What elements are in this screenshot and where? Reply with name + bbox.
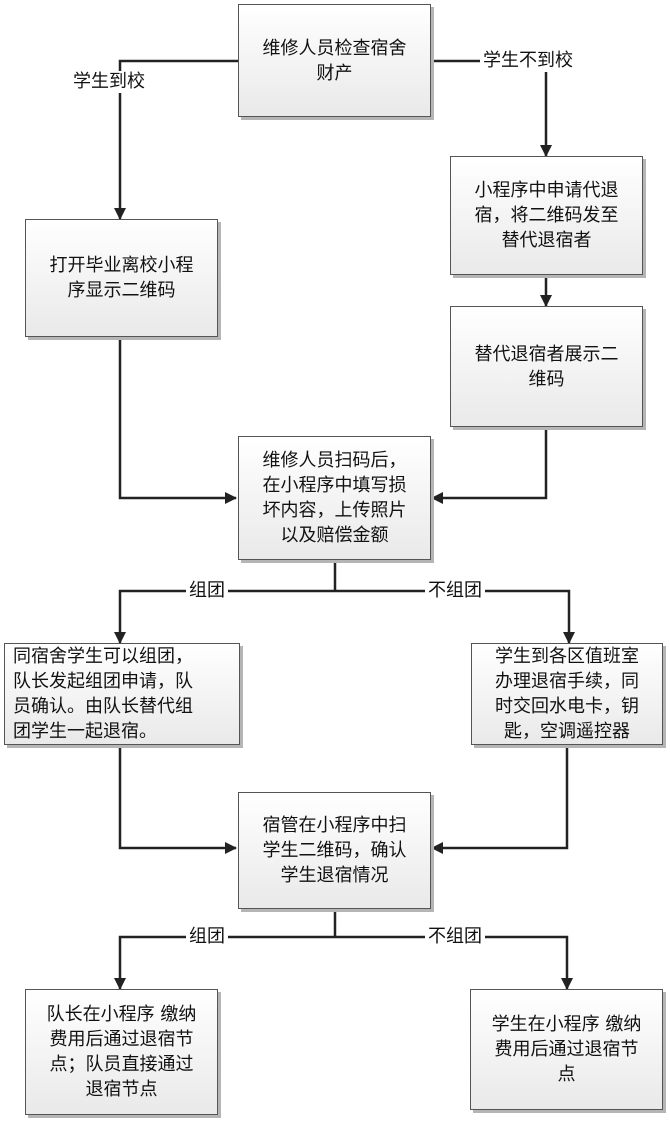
node-duty-room: 学生到各区值班室 办理退宿手续，同 时交回水电卡，钥 匙，空调遥控器 (471, 643, 663, 745)
node-manager-scan: 宿管在小程序中扫 学生二维码，确认 学生退宿情况 (238, 792, 431, 909)
edge-label-not-arrive: 学生不到校 (480, 50, 576, 72)
arrow-open-to-scan (118, 337, 237, 504)
arrow-group-2 (114, 935, 335, 990)
edge-label-arrive: 学生到校 (70, 71, 148, 93)
node-scan-fill-text: 维修人员扫码后， 在小程序中填写损 坏内容，上传照片 以及赔偿金额 (262, 450, 407, 546)
node-open-app: 打开毕业离校小程 序显示二维码 (25, 219, 218, 337)
arrow-show-to-scan (431, 427, 548, 504)
edge-label-group-2: 组团 (186, 926, 228, 948)
node-apply-proxy-text: 小程序中申请代退 宿，将二维码发至 替代退宿者 (474, 180, 619, 251)
arrow-no-group-1 (335, 589, 575, 644)
arrow-group-to-manager (118, 745, 237, 854)
node-manager-scan-text: 宿管在小程序中扫 学生二维码，确认 学生退宿情况 (262, 815, 407, 886)
node-group-apply: 同宿舍学生可以组团， 队长发起组团申请，队 员确认。由队长替代组 团学生一起退宿… (4, 643, 240, 745)
node-student-pay-text: 学生在小程序 缴纳 费用后通过退宿节 点 (491, 1014, 642, 1085)
arrow-arrive (114, 59, 238, 220)
node-leader-pay-text: 队长在小程序 缴纳 费用后通过退宿节 点；队员直接通过 退宿节点 (46, 1004, 197, 1100)
node-apply-proxy: 小程序中申请代退 宿，将二维码发至 替代退宿者 (450, 156, 643, 275)
arrow-group-1 (114, 589, 335, 644)
node-open-app-text: 打开毕业离校小程 序显示二维码 (49, 255, 194, 301)
node-check-property: 维修人员检查宿舍 财产 (238, 4, 431, 117)
node-check-property-text: 维修人员检查宿舍 财产 (262, 37, 407, 84)
node-student-pay: 学生在小程序 缴纳 费用后通过退宿节 点 (470, 989, 663, 1110)
node-group-apply-text: 同宿舍学生可以组团， 队长发起组团申请，队 员确认。由队长替代组 团学生一起退宿… (13, 646, 193, 742)
node-proxy-show: 替代退宿者展示二 维码 (450, 306, 643, 427)
node-proxy-show-text: 替代退宿者展示二 维码 (474, 343, 619, 390)
edge-label-no-group-2: 不组团 (425, 926, 485, 948)
arrow-not-arrive (431, 59, 552, 157)
node-leader-pay: 队长在小程序 缴纳 费用后通过退宿节 点；队员直接通过 退宿节点 (25, 989, 218, 1115)
edge-label-group-1: 组团 (186, 580, 228, 602)
arrow-duty-to-manager (431, 745, 569, 854)
node-scan-fill: 维修人员扫码后， 在小程序中填写损 坏内容，上传照片 以及赔偿金额 (238, 436, 431, 560)
node-duty-room-text: 学生到各区值班室 办理退宿手续，同 时交回水电卡，钥 匙，空调遥控器 (495, 646, 639, 742)
arrow-no-group-2 (335, 935, 573, 990)
edge-label-no-group-1: 不组团 (425, 580, 485, 602)
